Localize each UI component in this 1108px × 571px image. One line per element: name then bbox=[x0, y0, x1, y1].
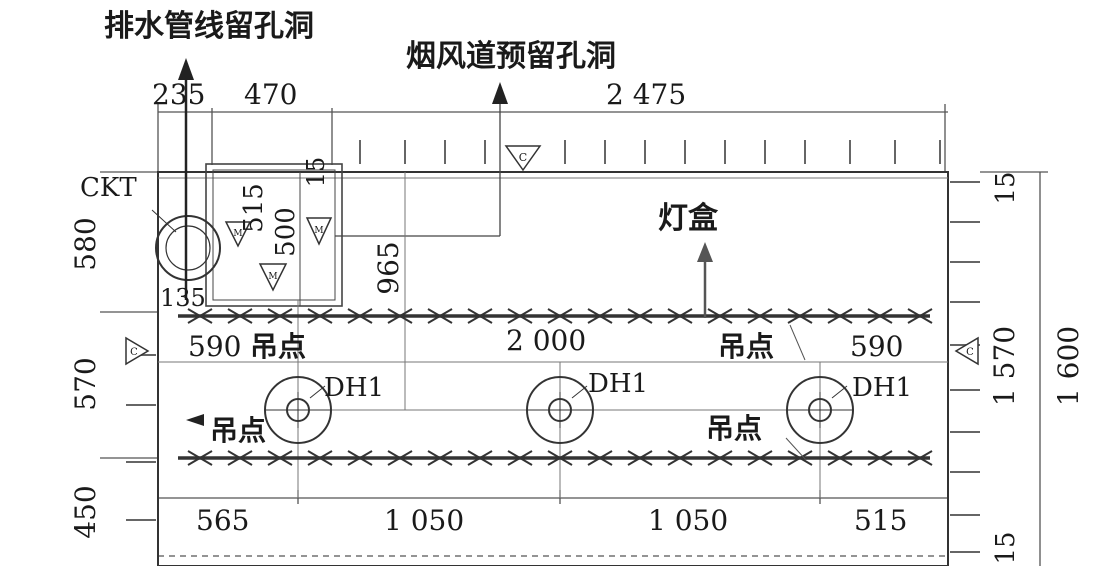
hanger-x-mark bbox=[267, 450, 293, 466]
hanger-x-mark bbox=[467, 450, 493, 466]
hanger-x-mark bbox=[547, 308, 573, 324]
hanger-rail-upper bbox=[178, 308, 933, 324]
c-mark-label: C bbox=[130, 347, 138, 358]
dim-top-470: 470 bbox=[244, 78, 297, 111]
c-mark-label: C bbox=[519, 151, 527, 164]
hanger-x-mark bbox=[187, 308, 213, 324]
c-marker: C bbox=[125, 336, 150, 366]
hanger-rail-lower bbox=[178, 450, 933, 466]
hanger-x-mark bbox=[347, 450, 373, 466]
hanger-x-mark bbox=[907, 450, 933, 466]
dh1-label: DH1 bbox=[324, 373, 384, 403]
hanger-x-mark bbox=[587, 450, 613, 466]
hang-point-label: 吊点 bbox=[250, 330, 306, 363]
hanger-x-mark bbox=[547, 450, 573, 466]
hanger-x-mark bbox=[307, 450, 333, 466]
hanger-x-mark bbox=[787, 308, 813, 324]
dim-bottom-1050-b: 1 050 bbox=[648, 504, 728, 537]
light-box-label: 灯盒 bbox=[658, 201, 719, 236]
dim-right-1600: 1 600 bbox=[1052, 326, 1085, 406]
m-marker: M bbox=[258, 263, 288, 292]
hanger-x-mark bbox=[187, 450, 213, 466]
c-marker: C bbox=[504, 145, 542, 172]
hanger-x-mark bbox=[867, 450, 893, 466]
left-ticks bbox=[126, 354, 156, 521]
dim-top-235: 235 bbox=[152, 78, 205, 111]
dh1-fixture bbox=[264, 376, 332, 444]
dh1-label: DH1 bbox=[588, 369, 648, 399]
dim-box-500: 500 bbox=[271, 207, 301, 257]
dim-right-15: 15 bbox=[991, 171, 1021, 204]
dim-inner-2000: 2 000 bbox=[506, 324, 586, 357]
hanger-x-mark bbox=[747, 450, 773, 466]
hanger-x-mark bbox=[667, 450, 693, 466]
hanger-x-mark bbox=[507, 308, 533, 324]
m-mark-label: M bbox=[268, 272, 277, 282]
m-marker: M bbox=[224, 221, 252, 248]
hanger-x-mark bbox=[467, 308, 493, 324]
hanger-x-mark bbox=[867, 308, 893, 324]
hanger-x-mark bbox=[827, 450, 853, 466]
hanger-x-mark bbox=[907, 308, 933, 324]
hanger-x-mark bbox=[667, 308, 693, 324]
c-mark-label: C bbox=[966, 347, 974, 358]
hanger-x-mark bbox=[507, 450, 533, 466]
top-ticks bbox=[359, 140, 941, 164]
dim-left-450: 450 bbox=[69, 485, 102, 538]
hanger-x-mark bbox=[627, 308, 653, 324]
smoke-duct-label: 烟风道预留孔洞 bbox=[406, 39, 616, 74]
right-ticks bbox=[950, 181, 980, 553]
hanger-x-mark bbox=[827, 308, 853, 324]
hanger-x-mark bbox=[307, 308, 333, 324]
dim-left-570: 570 bbox=[69, 357, 102, 410]
dim-left-580: 580 bbox=[69, 217, 102, 270]
hanger-x-mark bbox=[347, 308, 373, 324]
dim-right-1570: 1 570 bbox=[988, 326, 1021, 406]
arrows bbox=[178, 58, 713, 426]
hanger-x-mark bbox=[787, 450, 813, 466]
dim-inner-590-b: 590 bbox=[850, 330, 903, 363]
dim-box-135: 135 bbox=[160, 284, 206, 312]
hanger-x-mark bbox=[747, 308, 773, 324]
hanger-x-mark bbox=[627, 450, 653, 466]
dim-box-15: 15 bbox=[302, 157, 330, 188]
dim-box-965: 965 bbox=[372, 241, 405, 294]
hanger-x-mark bbox=[387, 308, 413, 324]
hang-point-label: 吊点 bbox=[718, 330, 774, 363]
dh1-label: DH1 bbox=[852, 373, 912, 403]
dim-top-2475: 2 475 bbox=[606, 78, 686, 111]
m-mark-label: M bbox=[233, 229, 242, 239]
dim-bottom-515: 515 bbox=[854, 504, 907, 537]
hanger-x-mark bbox=[707, 308, 733, 324]
hanger-x-mark bbox=[267, 308, 293, 324]
hanger-x-mark bbox=[227, 450, 253, 466]
hanger-x-mark bbox=[707, 450, 733, 466]
m-mark-label: M bbox=[314, 226, 323, 236]
ckt-label: CKT bbox=[80, 173, 137, 203]
dh1-fixture bbox=[786, 376, 854, 444]
leader-lines bbox=[785, 324, 807, 461]
drain-hole-label: 排水管线留孔洞 bbox=[104, 9, 314, 44]
dim-box-515: 515 bbox=[239, 183, 269, 233]
dh1-fixture bbox=[526, 376, 594, 444]
hang-point-label: 吊点 bbox=[706, 412, 762, 445]
m-marker: M bbox=[305, 217, 333, 246]
dim-right-15-b: 15 bbox=[991, 531, 1021, 564]
hanger-x-mark bbox=[427, 308, 453, 324]
dh1-fixtures bbox=[264, 376, 854, 444]
hanger-x-mark bbox=[227, 308, 253, 324]
ckt-circle bbox=[151, 209, 221, 281]
dim-bottom-1050: 1 050 bbox=[384, 504, 464, 537]
hanger-x-mark bbox=[587, 308, 613, 324]
dim-inner-590: 590 bbox=[188, 330, 241, 363]
hang-point-label: 吊点 bbox=[210, 414, 266, 447]
dim-bottom-565: 565 bbox=[196, 504, 249, 537]
c-marker: C bbox=[954, 336, 979, 366]
hanger-x-mark bbox=[387, 450, 413, 466]
hanger-x-mark bbox=[427, 450, 453, 466]
